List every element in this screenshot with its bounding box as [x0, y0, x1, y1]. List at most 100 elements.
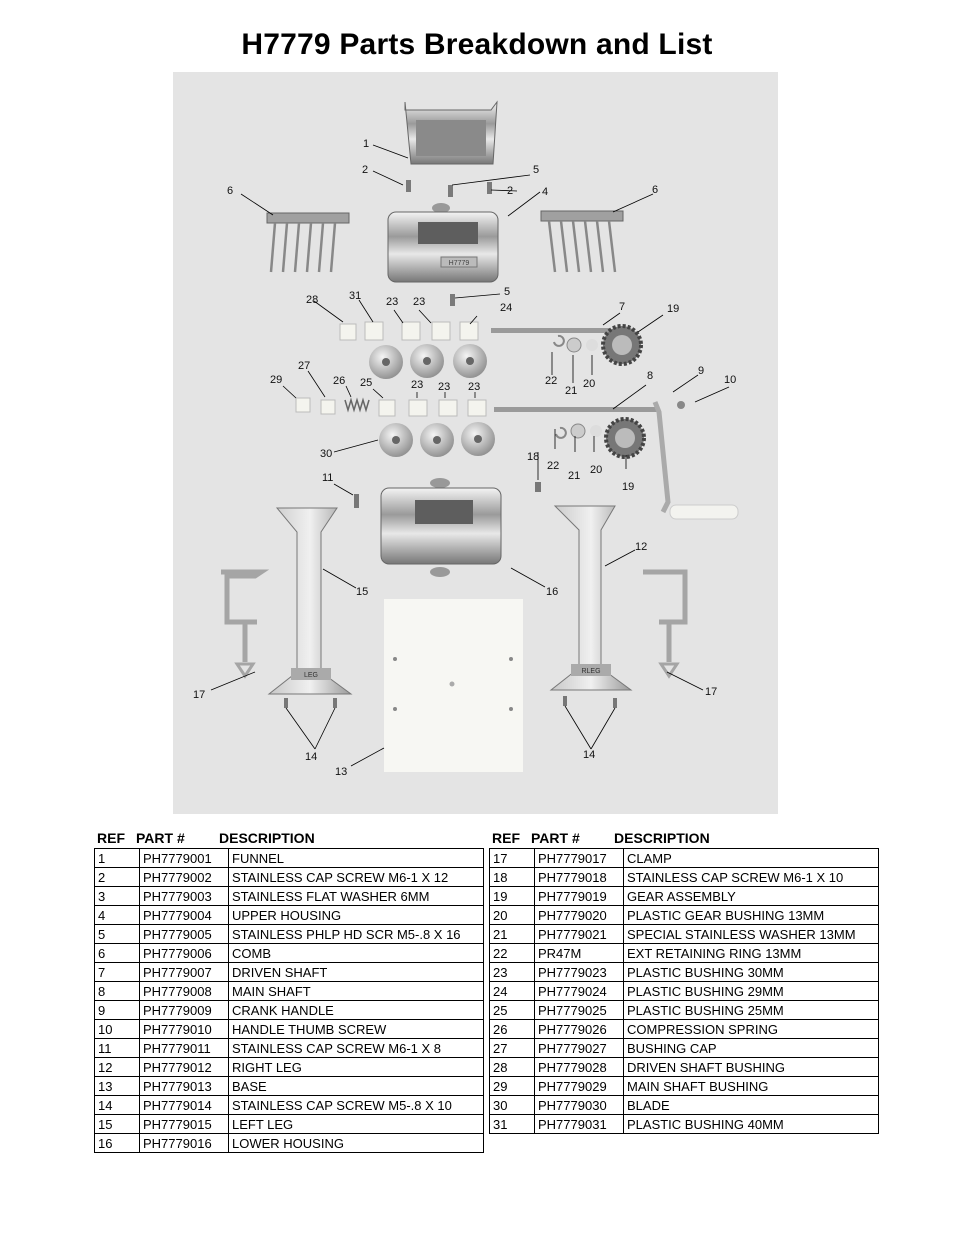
leader-lines	[210, 144, 730, 767]
cell-description: GEAR ASSEMBLY	[623, 886, 879, 906]
cell-part-number: PH7779020	[534, 905, 624, 925]
callout-12: 12	[635, 541, 647, 553]
washers-2	[555, 423, 602, 439]
callout-23: 23	[468, 381, 480, 393]
cell-description: STAINLESS CAP SCREW M6-1 X 8	[228, 1038, 484, 1058]
cell-ref: 3	[94, 886, 140, 906]
gear-assembly-2	[604, 417, 646, 459]
cell-description: MAIN SHAFT BUSHING	[623, 1076, 879, 1096]
cell-description: SPECIAL STAINLESS WASHER 13MM	[623, 924, 879, 944]
cell-description: EXT RETAINING RING 13MM	[623, 943, 879, 963]
cell-ref: 23	[489, 962, 535, 982]
cell-part-number: PH7779015	[139, 1114, 229, 1134]
main-shaft-part	[494, 407, 659, 412]
cell-description: DRIVEN SHAFT BUSHING	[623, 1057, 879, 1077]
cell-part-number: PH7779031	[534, 1114, 624, 1134]
callout-18: 18	[527, 451, 539, 463]
cell-part-number: PH7779010	[139, 1019, 229, 1039]
callout-labels: 1 2 5 2 4 6 6 5 28 31 23 23 24 7 19 22 2…	[193, 138, 736, 778]
blades-row1	[369, 344, 487, 379]
left-leg-stamp: LEG	[304, 672, 318, 679]
callout-14: 14	[305, 751, 317, 763]
callout-26: 26	[333, 375, 345, 387]
callout-28: 28	[306, 294, 318, 306]
cell-part-number: PH7779024	[534, 981, 624, 1001]
clamp-left	[221, 569, 270, 679]
cell-ref: 20	[489, 905, 535, 925]
header-part: PART #	[531, 830, 580, 846]
cell-description: DRIVEN SHAFT	[228, 962, 484, 982]
cell-part-number: PH7779014	[139, 1095, 229, 1115]
cell-ref: 27	[489, 1038, 535, 1058]
cell-part-number: PH7779028	[534, 1057, 624, 1077]
gear-assembly-1	[601, 324, 643, 366]
callout-17: 17	[193, 689, 205, 701]
callout-20: 20	[590, 464, 602, 476]
screws-mid	[354, 482, 541, 508]
cell-ref: 5	[94, 924, 140, 944]
funnel-part	[404, 100, 498, 165]
callout-5: 5	[504, 286, 510, 298]
callout-20: 20	[583, 378, 595, 390]
cell-description: UPPER HOUSING	[228, 905, 484, 925]
cell-description: STAINLESS FLAT WASHER 6MM	[228, 886, 484, 906]
cell-part-number: PH7779013	[139, 1076, 229, 1096]
cell-ref: 7	[94, 962, 140, 982]
cell-part-number: PH7779019	[534, 886, 624, 906]
callout-1: 1	[363, 138, 369, 150]
cell-part-number: PH7779001	[139, 848, 229, 868]
cell-description: STAINLESS CAP SCREW M6-1 X 12	[228, 867, 484, 887]
cell-description: FUNNEL	[228, 848, 484, 868]
cell-ref: 17	[489, 848, 535, 868]
cell-part-number: PH7779006	[139, 943, 229, 963]
bushings-row2	[295, 397, 487, 417]
cell-description: COMPRESSION SPRING	[623, 1019, 879, 1039]
callout-10: 10	[724, 374, 736, 386]
callout-21: 21	[565, 385, 577, 397]
left-leg-part: LEG	[267, 507, 353, 695]
cell-description: LEFT LEG	[228, 1114, 484, 1134]
cell-description: LOWER HOUSING	[228, 1133, 484, 1153]
table-header: REF PART # DESCRIPTION	[489, 828, 879, 848]
cell-part-number: PH7779012	[139, 1057, 229, 1077]
callout-4: 4	[542, 186, 548, 198]
washers-1	[553, 334, 598, 353]
callout-21: 21	[568, 470, 580, 482]
callout-31: 31	[349, 290, 361, 302]
upper-housing-stamp: H7779	[449, 260, 470, 267]
cell-part-number: PH7779008	[139, 981, 229, 1001]
upper-housing-part: H7779	[387, 203, 499, 283]
cell-ref: 12	[94, 1057, 140, 1077]
cell-ref: 10	[94, 1019, 140, 1039]
cell-part-number: PH7779017	[534, 848, 624, 868]
cell-part-number: PH7779025	[534, 1000, 624, 1020]
crank-handle-part	[652, 401, 671, 514]
parts-breakdown-diagram: H7779	[173, 72, 778, 814]
leg-screws	[284, 696, 617, 708]
cell-part-number: PH7779030	[534, 1095, 624, 1115]
cell-ref: 9	[94, 1000, 140, 1020]
thumb-screw-part	[677, 401, 685, 409]
cell-part-number: PH7779029	[534, 1076, 624, 1096]
cell-ref: 29	[489, 1076, 535, 1096]
header-ref: REF	[492, 830, 520, 846]
cell-part-number: PH7779005	[139, 924, 229, 944]
bushings-row1	[339, 321, 479, 341]
cell-ref: 19	[489, 886, 535, 906]
